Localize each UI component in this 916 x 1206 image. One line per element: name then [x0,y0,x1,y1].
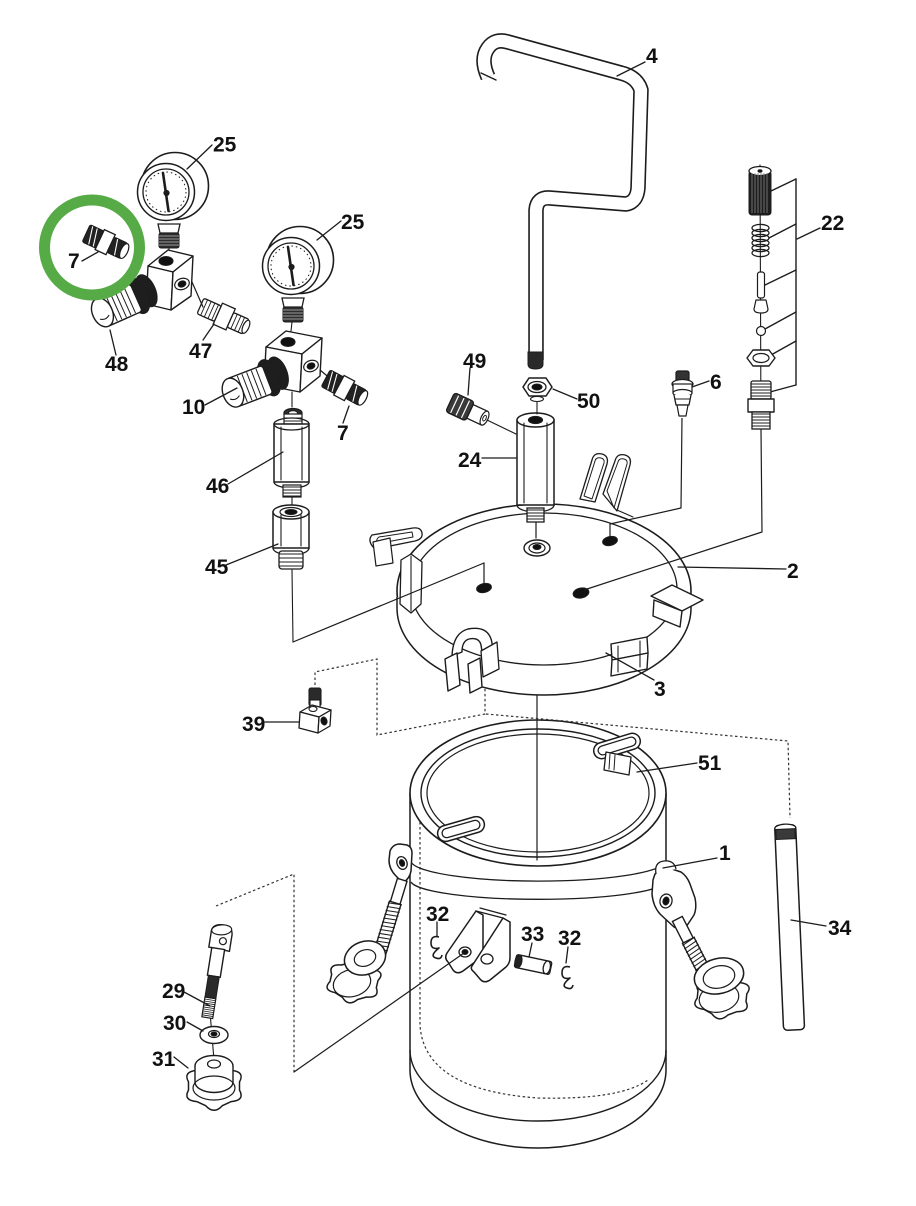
svg-text:3: 3 [654,678,666,701]
svg-text:51: 51 [698,752,722,775]
svg-text:7: 7 [337,422,349,445]
svg-text:39: 39 [242,713,265,736]
svg-text:32: 32 [558,927,581,950]
svg-text:45: 45 [205,556,229,579]
svg-text:25: 25 [341,211,365,234]
svg-text:6: 6 [710,371,722,394]
svg-text:46: 46 [206,475,229,498]
svg-text:47: 47 [189,340,212,363]
svg-text:24: 24 [458,449,482,472]
svg-text:34: 34 [828,917,852,940]
svg-text:10: 10 [182,396,205,419]
svg-text:33: 33 [521,923,544,946]
svg-text:29: 29 [162,980,185,1003]
svg-text:32: 32 [426,903,449,926]
svg-text:31: 31 [152,1048,176,1071]
svg-text:30: 30 [163,1012,186,1035]
svg-text:7: 7 [68,250,80,273]
svg-text:49: 49 [463,350,486,373]
svg-text:2: 2 [787,560,799,583]
svg-text:48: 48 [105,353,129,376]
svg-text:4: 4 [646,45,658,68]
svg-text:22: 22 [821,212,844,235]
svg-text:1: 1 [719,842,731,865]
svg-text:50: 50 [577,390,600,413]
svg-text:25: 25 [213,134,237,157]
